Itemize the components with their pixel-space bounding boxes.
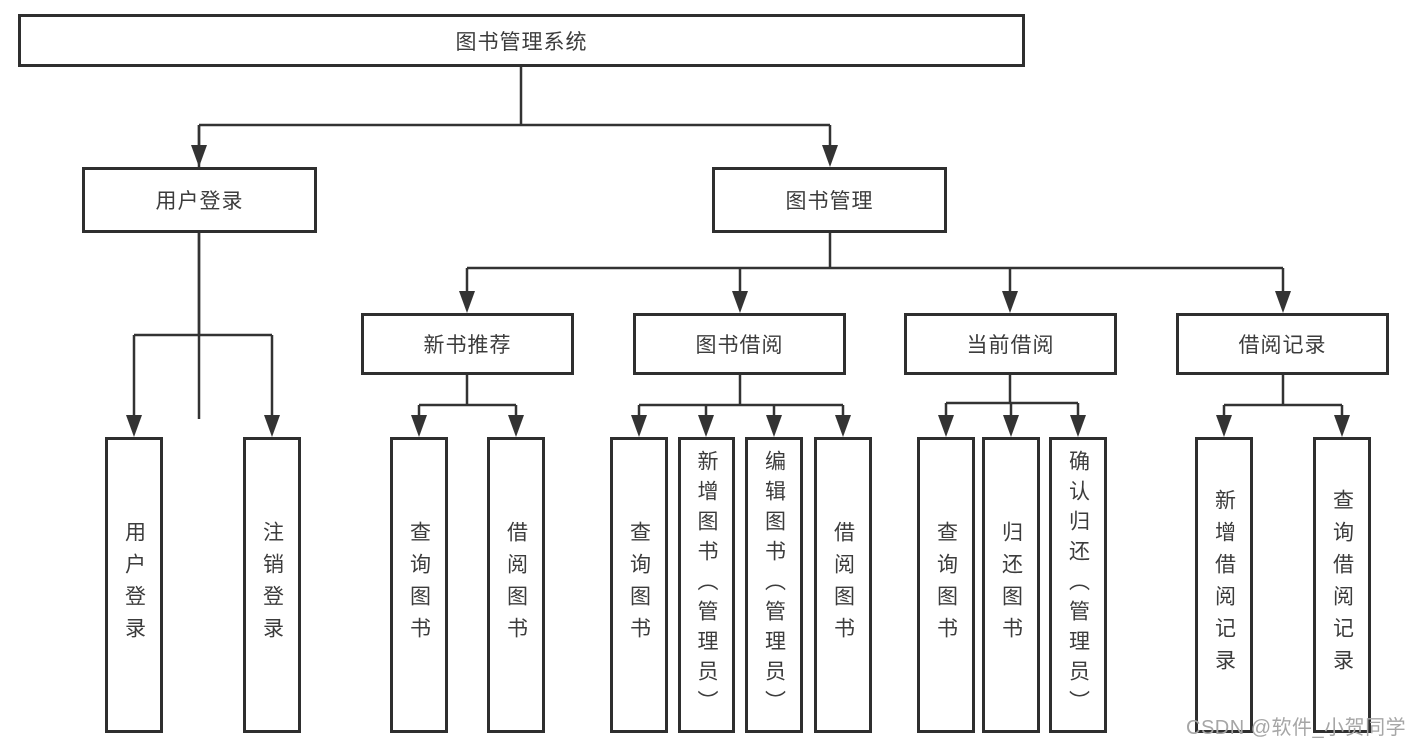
node-label: 图书管理系统 (455, 30, 588, 54)
node-label: 新增借阅记录 (1212, 489, 1236, 681)
leaf-user-login: 用户登录 (105, 437, 163, 733)
node-label: 图书借阅 (695, 334, 784, 357)
leaf-query-books-current: 查询图书 (917, 437, 975, 733)
leaf-add-book-admin: 新增图书（管理员） (678, 437, 735, 733)
node-label: 编辑图书（管理员） (762, 450, 786, 720)
leaf-borrow-books-borrow: 借阅图书 (814, 437, 872, 733)
node-borrowing-records: 借阅记录 (1176, 313, 1389, 375)
node-label: 归还图书 (999, 521, 1023, 649)
node-book-borrowing: 图书借阅 (633, 313, 846, 375)
leaf-confirm-return-admin: 确认归还（管理员） (1049, 437, 1107, 733)
node-library-management-system: 图书管理系统 (18, 14, 1025, 67)
leaf-edit-book-admin: 编辑图书（管理员） (745, 437, 803, 733)
node-book-management: 图书管理 (712, 167, 947, 233)
node-label: 借阅记录 (1238, 334, 1327, 357)
node-label: 新书推荐 (423, 334, 512, 357)
node-label: 确认归还（管理员） (1066, 450, 1090, 720)
node-label: 图书管理 (785, 190, 874, 213)
node-label: 借阅图书 (831, 521, 855, 649)
node-label: 用户登录 (122, 521, 146, 649)
node-label: 查询图书 (407, 521, 431, 649)
leaf-borrow-books-recommend: 借阅图书 (487, 437, 545, 733)
node-current-borrowing: 当前借阅 (904, 313, 1117, 375)
node-label: 新增图书（管理员） (695, 450, 718, 720)
leaf-logout: 注销登录 (243, 437, 301, 733)
leaf-query-books-borrow: 查询图书 (610, 437, 668, 733)
node-new-book-recommendation: 新书推荐 (361, 313, 574, 375)
node-label: 当前借阅 (966, 334, 1055, 357)
node-label: 注销登录 (260, 521, 284, 649)
node-label: 查询借阅记录 (1330, 489, 1354, 681)
node-user-login: 用户登录 (82, 167, 317, 233)
leaf-query-borrow-record: 查询借阅记录 (1313, 437, 1371, 733)
csdn-watermark: CSDN @软件_小贺同学 (1186, 717, 1405, 739)
node-label: 查询图书 (627, 521, 651, 649)
node-label: 查询图书 (934, 521, 958, 649)
leaf-add-borrow-record: 新增借阅记录 (1195, 437, 1253, 733)
node-label: 借阅图书 (504, 521, 528, 649)
leaf-return-books: 归还图书 (982, 437, 1040, 733)
leaf-query-books-recommend: 查询图书 (390, 437, 448, 733)
node-label: 用户登录 (155, 190, 244, 213)
